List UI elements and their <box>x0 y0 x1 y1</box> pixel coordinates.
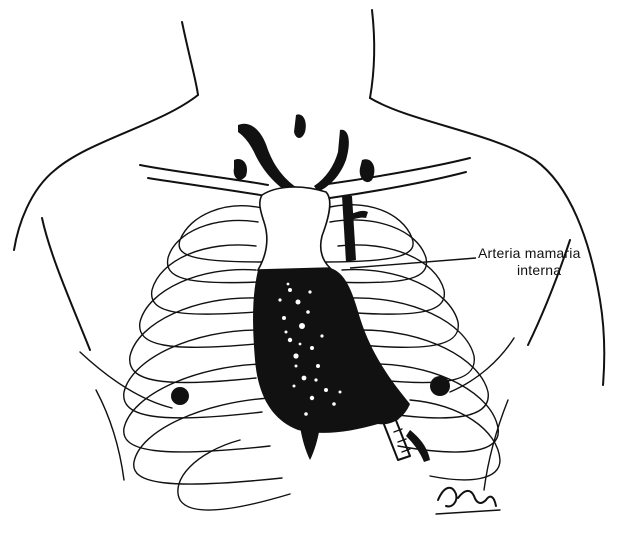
neck-outline <box>182 10 374 98</box>
heart-mass <box>253 268 410 433</box>
manubrium <box>258 187 330 270</box>
artist-signature <box>436 488 500 514</box>
label-leader-line <box>350 258 476 268</box>
artery-label-line-1: Arteria mamaria <box>478 245 581 261</box>
artery-label-line-2: interna <box>517 262 561 278</box>
